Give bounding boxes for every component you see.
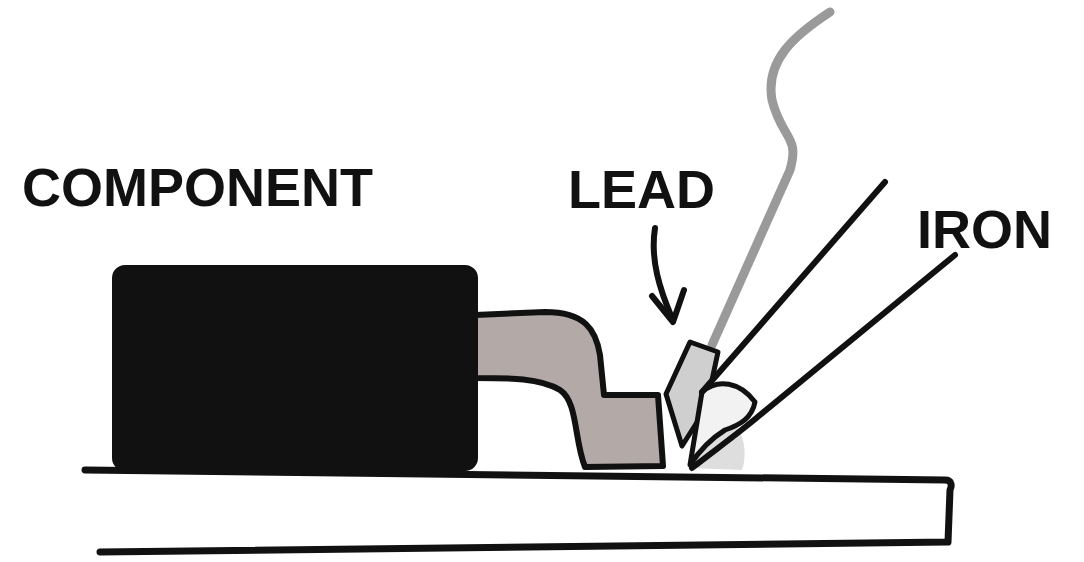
circuit-board <box>85 470 951 552</box>
component-body <box>115 268 475 468</box>
part-label: LEAD <box>568 162 715 216</box>
iron-body <box>702 182 885 392</box>
component-lead <box>475 312 663 467</box>
part-label: IRON <box>917 202 1052 256</box>
part-label: COMPONENT <box>22 160 373 214</box>
solder-wire <box>712 12 830 345</box>
iron-body <box>692 255 955 468</box>
arrow-head <box>652 290 684 322</box>
